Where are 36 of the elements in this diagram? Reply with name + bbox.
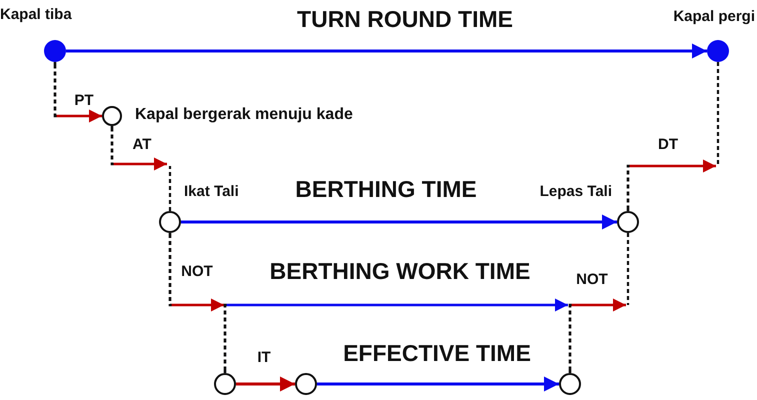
event-label: Ikat Tali	[184, 183, 239, 200]
arrow	[317, 376, 559, 392]
edge-label: DT	[658, 136, 678, 153]
arrow	[568, 298, 626, 373]
arrow	[236, 376, 295, 392]
event-circle	[102, 106, 122, 126]
period-title: EFFECTIVE TIME	[343, 340, 531, 367]
arrow	[224, 298, 568, 373]
arrow	[66, 44, 707, 58]
dotted-line	[168, 166, 172, 211]
event-circle	[617, 211, 639, 233]
event-label: Kapal tiba	[0, 6, 72, 23]
edge-label: NOT	[181, 263, 213, 280]
period-title: TURN ROUND TIME	[297, 6, 513, 33]
event-circle	[214, 373, 236, 395]
event-label: Kapal bergerak menuju kade	[135, 106, 353, 124]
period-title: BERTHING TIME	[295, 176, 477, 203]
filled-event-circle	[707, 40, 729, 62]
arrow	[181, 214, 617, 230]
edge-label: NOT	[576, 271, 608, 288]
event-label: Lepas Tali	[540, 183, 612, 200]
arrow	[110, 126, 167, 170]
dotted-line	[716, 62, 720, 166]
period-title: BERTHING WORK TIME	[270, 258, 530, 285]
event-circle	[159, 211, 181, 233]
event-circle	[295, 373, 317, 395]
edge-label: IT	[257, 349, 271, 366]
filled-event-circle	[44, 40, 66, 62]
event-label: Kapal pergi	[673, 8, 755, 25]
arrow	[168, 233, 224, 312]
arrow	[54, 62, 102, 122]
edge-label: PT	[74, 92, 94, 109]
arrow	[626, 160, 716, 211]
dotted-line	[626, 233, 630, 305]
edge-label: AT	[132, 136, 152, 153]
event-circle	[559, 373, 581, 395]
